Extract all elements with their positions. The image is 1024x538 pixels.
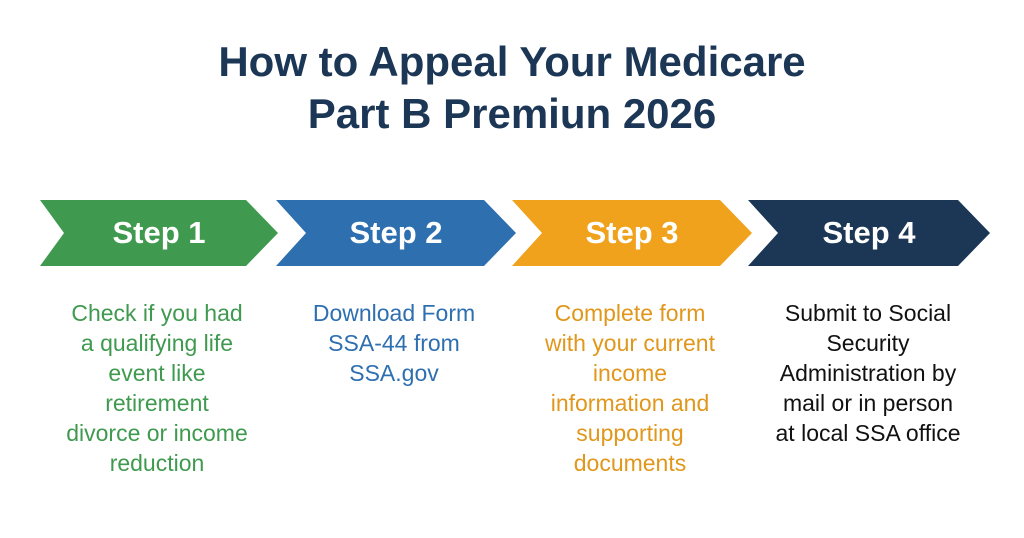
- step-1-description: Check if you had a qualifying life event…: [41, 298, 273, 478]
- step-2-arrow-shape: [276, 200, 516, 266]
- title-line-1: How to Appeal Your Medicare: [218, 38, 806, 85]
- step-3-description-line: Complete form: [554, 300, 706, 326]
- title-line-2: Part B Premiun 2026: [307, 90, 717, 137]
- step-4-description-line: Security: [826, 330, 910, 356]
- step-1-description-line: retirement: [105, 390, 209, 416]
- step-3-label: Step 3: [585, 215, 679, 250]
- page-title: How to Appeal Your Medicare Part B Premi…: [0, 36, 1024, 140]
- step-3-description-line: documents: [573, 450, 687, 476]
- step-2-chevron: Step 2: [276, 200, 516, 266]
- step-3-description-line: information and: [550, 390, 710, 416]
- step-3-description: Complete form with your current income i…: [514, 298, 746, 478]
- step-4-description-line: Submit to Social: [784, 300, 952, 326]
- step-1-label: Step 1: [112, 215, 206, 250]
- step-2-description-line: SSA.gov: [349, 360, 439, 386]
- step-1-arrow-shape: [40, 200, 278, 266]
- step-3-description-line: supporting: [576, 420, 684, 446]
- step-1-description-line: a qualifying life: [80, 330, 234, 356]
- step-4-description-line: at local SSA office: [775, 420, 961, 446]
- step-1-description-line: event like: [108, 360, 206, 386]
- step-2-description-line: Download Form: [312, 300, 476, 326]
- step-3-description-line: income: [592, 360, 668, 386]
- step-2-description-line: SSA-44 from: [328, 330, 460, 356]
- step-3-description-line: with your current: [544, 330, 715, 356]
- step-4-description: Submit to Social Security Administration…: [752, 298, 984, 448]
- step-1-description-line: divorce or income: [66, 420, 248, 446]
- step-4-chevron: Step 4: [748, 200, 990, 266]
- step-4-description-line: Administration by: [779, 360, 957, 386]
- step-4-label: Step 4: [822, 215, 916, 250]
- step-3-chevron: Step 3: [512, 200, 752, 266]
- step-3-arrow-shape: [512, 200, 752, 266]
- step-2-label: Step 2: [349, 215, 443, 250]
- step-1-chevron: Step 1: [40, 200, 278, 266]
- step-4-description-line: mail or in person: [782, 390, 954, 416]
- step-2-description: Download Form SSA-44 from SSA.gov: [278, 298, 510, 388]
- step-chevron-row: Step 1 Step 2 Step 3 Step 4: [0, 200, 1024, 268]
- step-1-description-line: Check if you had: [71, 300, 243, 326]
- step-4-arrow-shape: [748, 200, 990, 266]
- step-1-description-line: reduction: [109, 450, 205, 476]
